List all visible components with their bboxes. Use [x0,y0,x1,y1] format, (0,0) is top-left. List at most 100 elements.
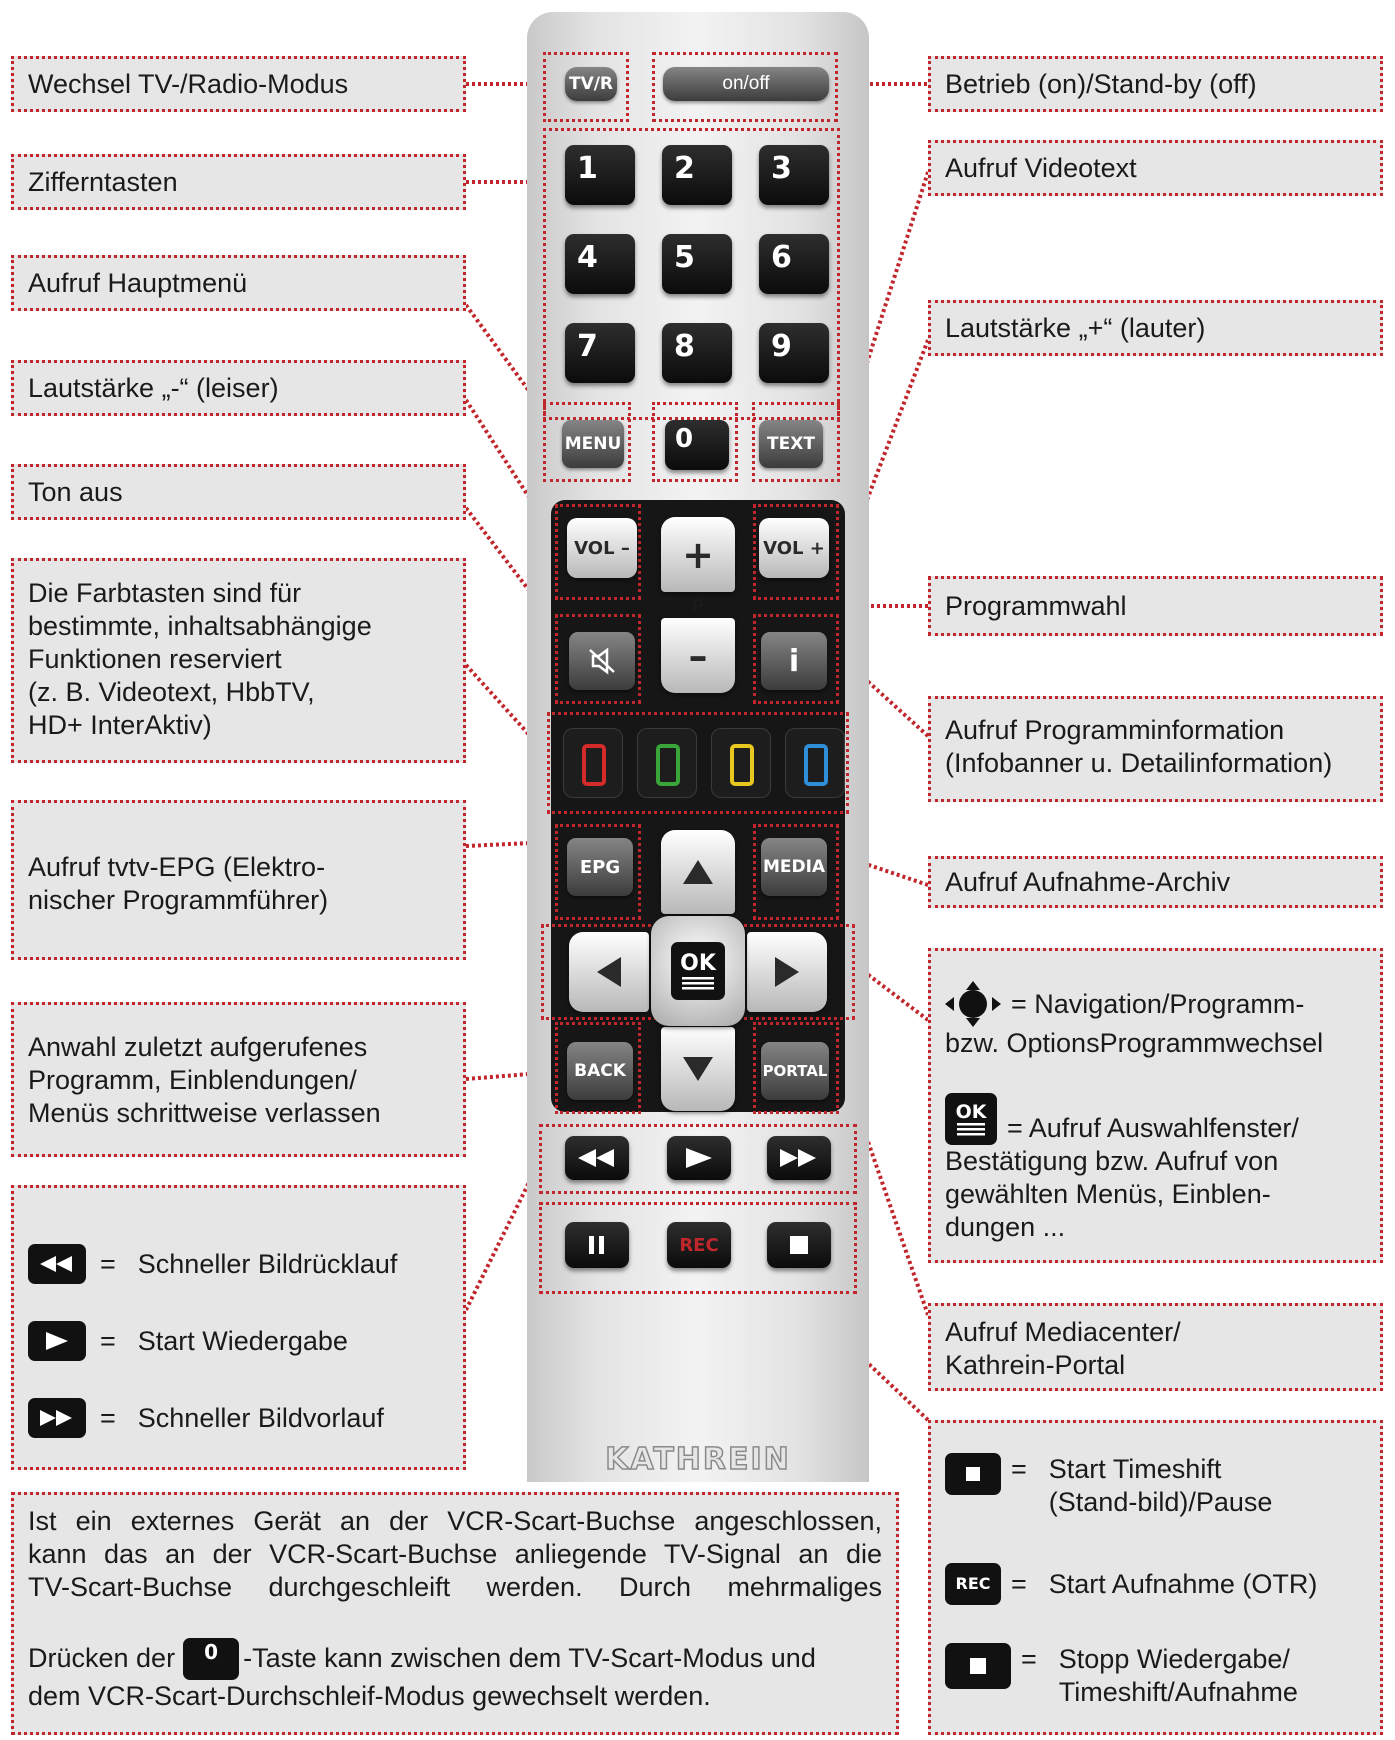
left-arrow-button[interactable] [569,932,649,1012]
arrow-left-icon [597,957,621,987]
label-portal: Aufruf Mediacenter/ Kathrein-Portal [928,1303,1383,1391]
label-navigation-ok: = Navigation/Programm- bzw. OptionsProgr… [928,948,1383,1263]
digit-1-button[interactable]: 1 [565,145,635,205]
zone-vol-minus [555,504,641,600]
label-color-keys: Die Farbtasten sind für bestimmte, inhal… [11,558,466,763]
digit-3-button[interactable]: 3 [759,145,829,205]
play-icon [686,1148,712,1168]
text-button[interactable]: TEXT [759,420,823,468]
portal-button[interactable]: PORTAL [761,1042,829,1100]
on-off-button[interactable]: on/off [663,67,829,101]
zero-key-icon: 0 [183,1637,240,1680]
play-icon [28,1321,86,1361]
green-key-bar [656,744,680,786]
digit-7-button[interactable]: 7 [565,323,635,383]
digit-8-button[interactable]: 8 [662,323,732,383]
rewind-icon [28,1244,86,1284]
play-button[interactable] [667,1136,731,1180]
epg-button[interactable]: EPG [567,838,633,896]
scart-note-line4: Drücken der 0 -Taste kann zwischen dem T… [28,1637,882,1680]
mute-icon [589,647,615,675]
tv-radio-button[interactable]: TV/R [565,67,617,101]
zone-menu [543,402,631,482]
digit-5-button[interactable]: 5 [662,234,732,294]
digit-4-button[interactable]: 4 [565,234,635,294]
volume-down-button[interactable]: VOL – [567,518,637,578]
zone-tv-radio [543,52,629,122]
remote-control: TV/R on/off 1 2 3 4 5 6 7 8 9 MENU 0 TEX… [527,12,869,1482]
record-button[interactable]: REC [667,1222,731,1268]
stop-icon [945,1643,1011,1689]
legend-pause: = Start Timeshift (Stand-bild)/Pause [945,1453,1272,1519]
pause-icon [945,1453,1001,1495]
label-epg: Aufruf tvtv-EPG (Elektro- nischer Progra… [11,800,466,960]
zone-vol-plus [753,504,839,600]
label-program-select: Programmwahl [928,576,1383,636]
pause-button[interactable] [565,1222,629,1268]
mute-button[interactable] [569,632,635,690]
down-arrow-button[interactable] [661,1027,735,1111]
ok-button[interactable]: OK [651,916,745,1026]
menu-lines-icon [957,1123,985,1136]
stop-icon [790,1236,808,1254]
dpad-icon [945,981,1001,1027]
zone-color-keys [547,712,849,814]
zone-text [752,402,840,482]
fast-forward-button[interactable] [767,1136,831,1180]
zone-digits [543,128,840,420]
label-digits: Zifferntasten [11,154,466,210]
digit-6-button[interactable]: 6 [759,234,829,294]
up-arrow-button[interactable] [661,830,735,914]
label-volume-down: Lautstärke „-“ (leiser) [11,360,466,416]
zone-recording [539,1202,857,1294]
yellow-button[interactable] [711,728,771,798]
label-volume-up: Lautstärke „+“ (lauter) [928,300,1383,356]
digit-0-button[interactable]: 0 [665,420,729,470]
green-button[interactable] [637,728,697,798]
label-recordings: Aufruf Aufnahme-Archiv [928,856,1383,908]
digit-9-button[interactable]: 9 [759,323,829,383]
volume-up-button[interactable]: VOL + [759,518,829,578]
label-tv-radio: Wechsel TV-/Radio-Modus [11,56,466,112]
digit-2-button[interactable]: 2 [662,145,732,205]
legend-rewind: = Schneller Bildrücklauf [28,1244,397,1284]
red-button[interactable] [563,728,623,798]
zone-back [555,1022,641,1114]
program-up-button[interactable]: + [661,517,735,592]
zone-zero [652,402,738,482]
legend-record: REC = Start Aufnahme (OTR) [945,1563,1317,1605]
zone-portal [753,1022,839,1114]
rewind-button[interactable] [565,1136,629,1180]
label-transport-keys: = Schneller Bildrücklauf = Start Wiederg… [11,1185,466,1470]
label-mute: Ton aus [11,464,466,520]
legend-ok: OK = Aufruf Auswahlfenster/ Bestätigung … [945,1093,1299,1244]
label-program-info: Aufruf Programminformation (Infobanner u… [928,696,1383,802]
yellow-key-bar [730,744,754,786]
program-down-button[interactable]: – [661,618,735,693]
legend-forward: = Schneller Bildvorlauf [28,1398,384,1438]
info-button[interactable]: i [761,632,827,690]
right-arrow-button[interactable] [747,932,827,1012]
back-button[interactable]: BACK [567,1042,633,1100]
media-button[interactable]: MEDIA [761,838,827,896]
label-on-off: Betrieb (on)/Stand-by (off) [928,56,1383,112]
arrow-down-icon [683,1057,713,1081]
zone-info [753,614,839,704]
zone-playback [539,1124,857,1194]
zone-on-off [652,52,838,122]
fast-forward-icon [28,1398,86,1438]
zone-mute [555,614,641,704]
blue-button[interactable] [785,728,845,798]
program-label: P [692,596,704,615]
stop-button[interactable] [767,1222,831,1268]
arrow-up-icon [683,860,713,884]
brand-logo: KATHREIN [604,1441,791,1478]
ok-icon: OK [945,1093,997,1145]
blue-key-bar [804,744,828,786]
ok-key-face: OK [671,942,725,1000]
legend-navigation: = Navigation/Programm- bzw. OptionsProgr… [945,981,1323,1060]
pause-icon [589,1236,604,1254]
menu-button[interactable]: MENU [562,420,624,468]
rec-icon: REC [945,1563,1001,1605]
legend-stop: = Stopp Wiedergabe/ Timeshift/Aufnahme [945,1643,1298,1709]
